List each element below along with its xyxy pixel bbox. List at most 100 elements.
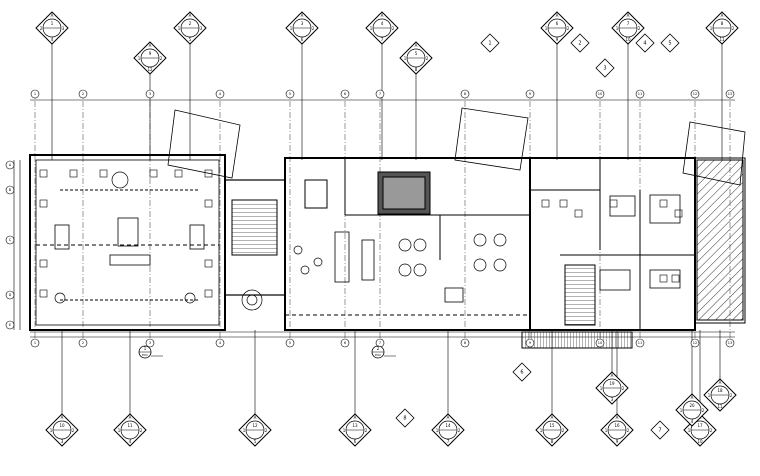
grid-bubble-label: 9 bbox=[529, 92, 531, 96]
grid-bubble: 2 bbox=[78, 89, 88, 99]
detail-tag: 2 bbox=[570, 33, 590, 53]
furniture-layout bbox=[39, 169, 683, 311]
grid-bubble: 13 bbox=[725, 89, 735, 99]
marker-bottom-label: 4 bbox=[691, 419, 694, 424]
marker-bottom-label: 5 bbox=[254, 439, 257, 444]
grid-bubble-label: 4 bbox=[219, 341, 222, 345]
marker-mid-label: 10 bbox=[59, 423, 65, 428]
grid-bubble: 1 bbox=[30, 89, 40, 99]
marker-bottom-label: 8 bbox=[551, 439, 554, 444]
marker-bottom-label: 8 bbox=[415, 67, 418, 72]
grid-bubble: 12 bbox=[690, 89, 700, 99]
marker-left-label: 1 bbox=[343, 428, 346, 433]
grid-bubble-label: 11 bbox=[638, 341, 642, 345]
marker-top-label: A bbox=[381, 13, 384, 18]
marker-mid-label: 9 bbox=[149, 51, 152, 56]
detail-tag: 6 bbox=[512, 362, 532, 382]
marker-left-label: 1 bbox=[118, 428, 121, 433]
marker-left-label: 1 bbox=[616, 26, 619, 31]
row-bubble-label: D bbox=[9, 293, 12, 297]
marker-right-label: 2 bbox=[622, 386, 625, 391]
callout-number: 1 bbox=[144, 346, 147, 351]
marker-right-label: 2 bbox=[160, 56, 163, 61]
grid-bubble-label: 12 bbox=[693, 341, 697, 345]
marker-bottom-label: 7 bbox=[447, 439, 450, 444]
grid-bubble-label: 7 bbox=[379, 341, 381, 345]
marker-right-label: 2 bbox=[312, 26, 315, 31]
marker-left-label: 1 bbox=[600, 386, 603, 391]
marker-top-label: A bbox=[149, 43, 152, 48]
detail-tag-label: 7 bbox=[658, 428, 661, 434]
marker-top-label: A bbox=[129, 415, 132, 420]
marker-right-label: 2 bbox=[567, 26, 570, 31]
marker-top-label: A bbox=[354, 415, 357, 420]
grid-bubble: 10 bbox=[595, 89, 605, 99]
marker-mid-label: 1 bbox=[51, 21, 54, 26]
marker-right-label: 2 bbox=[265, 428, 268, 433]
grid-bubble: 6 bbox=[340, 89, 350, 99]
detail-tag-label: 5 bbox=[668, 41, 671, 47]
detail-tag: 5 bbox=[660, 33, 680, 53]
grid-bubble-label: 5 bbox=[289, 341, 291, 345]
grid-bubble: 13 bbox=[725, 338, 735, 348]
marker-top-label: A bbox=[415, 43, 418, 48]
marker-mid-label: 7 bbox=[627, 21, 630, 26]
marker-mid-label: 17 bbox=[697, 423, 703, 428]
marker-bottom-label: 11 bbox=[719, 37, 725, 42]
marker-left-label: 1 bbox=[436, 428, 439, 433]
marker-top-label: A bbox=[627, 13, 630, 18]
detail-tag-label: 2 bbox=[578, 41, 581, 47]
grid-bubble-label: 2 bbox=[82, 92, 84, 96]
room-walls bbox=[29, 154, 746, 331]
marker-mid-label: 20 bbox=[689, 403, 695, 408]
marker-bottom-label: 3 bbox=[61, 439, 64, 444]
grid-bubble-label: 3 bbox=[149, 92, 151, 96]
marker-right-label: 2 bbox=[392, 26, 395, 31]
grid-bubble-label: 9 bbox=[529, 341, 531, 345]
detail-tag-label: 8 bbox=[403, 416, 406, 422]
dimension-lines bbox=[13, 99, 735, 338]
detail-tag-label: 1 bbox=[488, 41, 491, 47]
row-bubble: C bbox=[5, 235, 15, 245]
marker-bottom-label: 6 bbox=[354, 439, 357, 444]
marker-right-label: 2 bbox=[730, 393, 733, 398]
marker-top-label: A bbox=[551, 415, 554, 420]
marker-mid-label: 11 bbox=[127, 423, 133, 428]
grid-bubble: 5 bbox=[285, 89, 295, 99]
marker-right-label: 3 bbox=[62, 26, 65, 31]
row-bubble-label: C bbox=[9, 238, 12, 242]
marker-bottom-label: 7 bbox=[381, 37, 384, 42]
grid-bubble-label: 4 bbox=[219, 92, 222, 96]
marker-bottom-label: 12 bbox=[147, 67, 153, 72]
marker-bottom-label: 10 bbox=[625, 37, 631, 42]
marker-bottom-label: 6 bbox=[301, 37, 304, 42]
grid-bubble: 3 bbox=[145, 338, 155, 348]
grid-bubble: 9 bbox=[525, 338, 535, 348]
grid-bubble: 2 bbox=[78, 338, 88, 348]
grid-bubble: 1 bbox=[30, 338, 40, 348]
marker-top-label: A bbox=[611, 373, 614, 378]
marker-left-label: 1 bbox=[708, 393, 711, 398]
grid-bubble-label: 6 bbox=[344, 341, 346, 345]
marker-mid-label: 3 bbox=[301, 21, 304, 26]
marker-left-label: 1 bbox=[605, 428, 608, 433]
marker-mid-label: 8 bbox=[721, 21, 724, 26]
marker-right-label: 2 bbox=[627, 428, 630, 433]
grid-bubble-label: 13 bbox=[728, 92, 732, 96]
marker-right-label: 2 bbox=[732, 26, 735, 31]
marker-mid-label: 14 bbox=[445, 423, 451, 428]
grid-bubble-label: 5 bbox=[289, 92, 291, 96]
marker-mid-label: 15 bbox=[549, 423, 555, 428]
callout-sheet: E02 bbox=[375, 353, 381, 357]
grid-bubble-label: 3 bbox=[149, 341, 151, 345]
